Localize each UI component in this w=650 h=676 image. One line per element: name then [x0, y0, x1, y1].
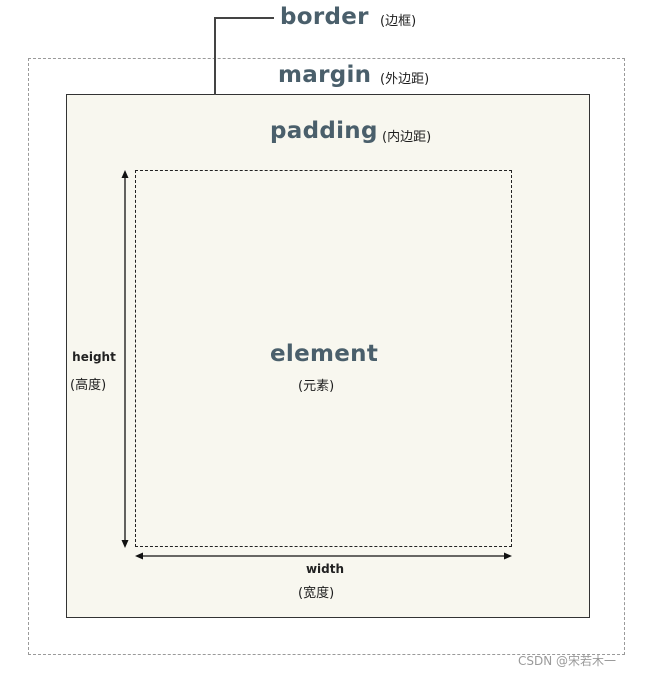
margin-label: margin: [278, 62, 372, 88]
margin-cn-label: (外边距): [380, 72, 430, 87]
border-leader-line-horizontal: [214, 17, 274, 19]
height-arrow: [121, 170, 129, 548]
border-label: border: [280, 4, 369, 30]
border-box: [66, 94, 590, 618]
element-label: element: [270, 341, 379, 367]
width-cn-label: (宽度): [298, 586, 335, 601]
padding-cn-label: (内边距): [382, 130, 432, 145]
margin-box: [28, 58, 625, 655]
element-box: [135, 170, 512, 547]
border-cn-label: (边框): [380, 14, 417, 29]
padding-label: padding: [270, 118, 378, 144]
watermark: CSDN @宋若木一: [518, 654, 617, 668]
width-arrow: [135, 552, 512, 560]
height-cn-label: (高度): [70, 378, 107, 393]
height-label: height: [72, 350, 116, 364]
border-leader-line-vertical: [214, 17, 216, 95]
element-cn-label: (元素): [298, 379, 335, 394]
width-label: width: [305, 562, 345, 576]
